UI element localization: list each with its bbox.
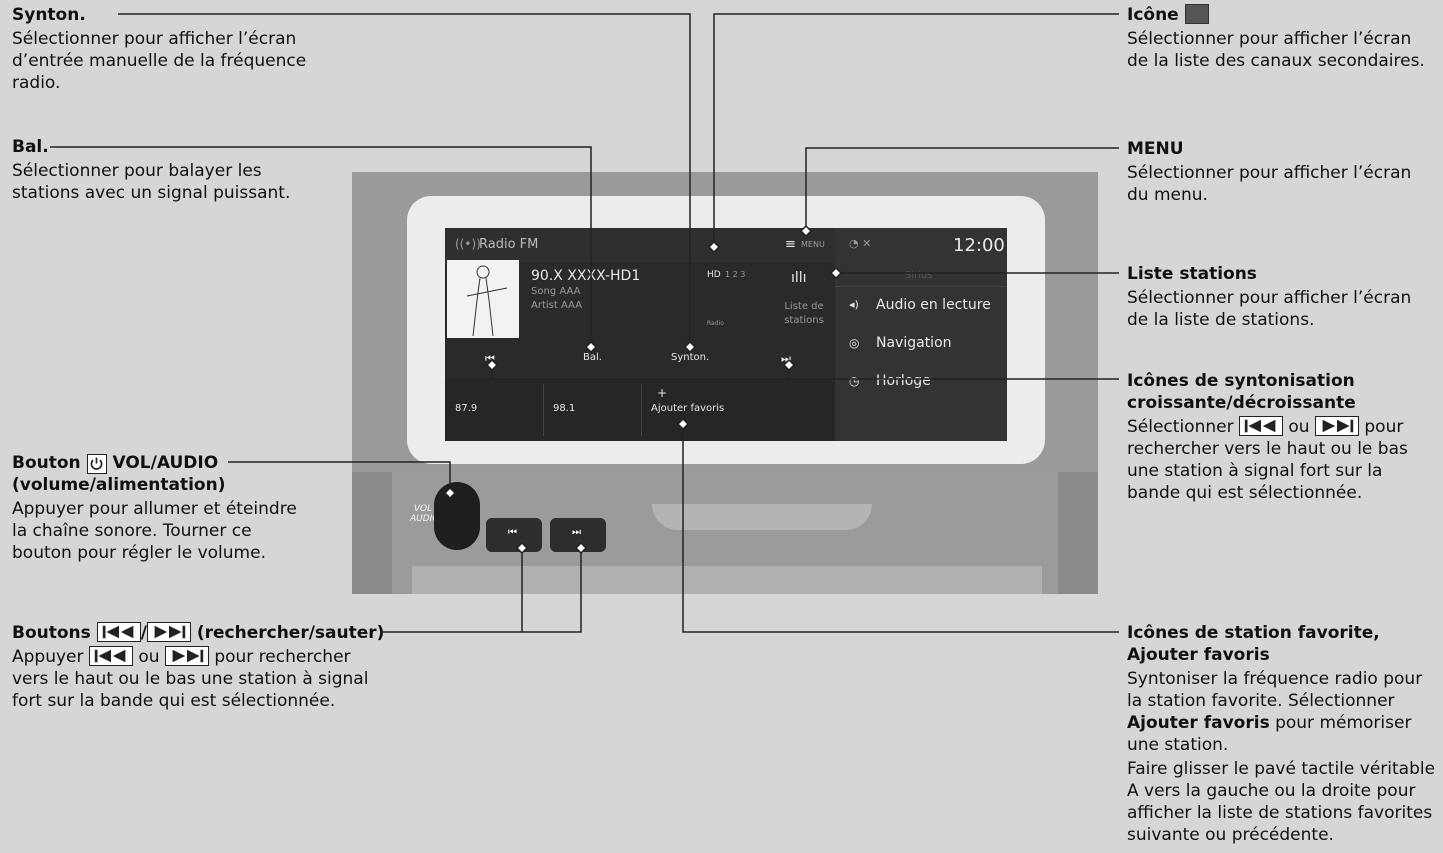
side-panel [835, 228, 1007, 441]
callout-icone: Icône Sélectionner pour afficher l’écran… [1127, 4, 1437, 72]
body-part: ou [138, 647, 160, 667]
callout-boutons: Boutons / (rechercher/sauter) Appuyer ou… [12, 622, 392, 712]
body-part: ou [1288, 417, 1310, 437]
callout-title: Bouton VOL/AUDIO (volume/alimentation) [12, 452, 312, 496]
artist-name: Artist AAA [531, 300, 583, 311]
callout-body-2: Faire glisser le pavé tactile véritable … [1127, 759, 1436, 845]
callout-body: Sélectionner pour afficher l’écran de la… [1127, 288, 1412, 330]
hd-subchannel-icon [1184, 4, 1209, 24]
callout-favoris: Icônes de station favorite, Ajouter favo… [1127, 622, 1441, 846]
seek-up-button[interactable]: ⏭ [781, 352, 791, 365]
body-part: pour rechercher vers le haut ou le bas u… [12, 647, 369, 711]
callout-title: Liste stations [1127, 264, 1257, 284]
infotainment-screen: ((•)) Radio FM ≡ MENU ◔ ✕ 12:00 Sirius ◂… [445, 228, 1007, 441]
body-part: pour mémoriser une station. [1127, 713, 1412, 755]
clock: 12:00 [953, 235, 1005, 256]
divider [835, 286, 1007, 287]
navigation-icon: ◎ [849, 336, 860, 350]
body-part: Appuyer [12, 647, 84, 667]
side-top-label: Sirius [905, 270, 933, 281]
lower-shelf [412, 566, 1042, 594]
body-part: Sélectionner [1127, 417, 1234, 437]
callout-title: Icônes de syntonisation croissante/décro… [1127, 371, 1356, 413]
status-icons: ◔ ✕ [849, 237, 872, 250]
side-item[interactable]: Audio en lecture [876, 297, 991, 313]
guitarist-icon [466, 265, 508, 337]
album-art [447, 260, 519, 338]
callout-body: Sélectionner pour afficher l’écran de la… [1127, 29, 1425, 71]
station-list-icon[interactable]: ıllı [791, 270, 807, 286]
callout-body: Syntoniser la fréquence radio pour la st… [1127, 668, 1441, 756]
callout-body: Sélectionner pour balayer les stations a… [12, 161, 291, 203]
scan-button[interactable]: Bal. [583, 352, 602, 363]
seek-down-icon [88, 646, 133, 666]
seek-down-button[interactable]: ⏮ [485, 352, 495, 365]
clock-icon: ◷ [849, 374, 860, 388]
seek-down-icon [1238, 416, 1283, 436]
menu-icon[interactable]: ≡ [785, 237, 796, 252]
seek-up-icon [1314, 416, 1359, 436]
speaker-icon: ◂) [849, 298, 859, 311]
seek-up-icon [164, 646, 209, 666]
callout-title: Synton. [12, 5, 86, 25]
callout-synton: Synton. Sélectionner pour afficher l’écr… [12, 4, 342, 94]
title-part: Icône [1127, 5, 1179, 25]
body-part: pour rechercher vers le haut ou le bas u… [1127, 417, 1408, 503]
divider [641, 384, 642, 436]
antenna-icon: ((•)) [455, 237, 481, 251]
callout-title: Icône [1127, 4, 1437, 26]
presets-bar [445, 378, 835, 441]
body-bold: Ajouter favoris [1127, 713, 1270, 733]
hw-seek-up-button[interactable]: ⏭ [550, 518, 606, 552]
plus-icon[interactable]: + [657, 386, 668, 400]
callout-syntonisation: Icônes de syntonisation croissante/décro… [1127, 370, 1437, 504]
vol-label: VOL AUDIO [410, 504, 440, 524]
callout-title: Boutons / (rechercher/sauter) [12, 622, 392, 644]
callout-title: MENU [1127, 139, 1184, 159]
menu-label[interactable]: MENU [801, 240, 825, 249]
vent [652, 504, 872, 530]
callout-body: Appuyer pour allumer et éteindre la chaî… [12, 499, 297, 563]
song-title: Song AAA [531, 286, 581, 297]
callout-body: Sélectionner ou pour rechercher vers le … [1127, 416, 1437, 504]
side-item[interactable]: Navigation [876, 335, 952, 351]
title-part: / [140, 623, 147, 643]
seek-up-icon [146, 622, 191, 642]
hd-channels[interactable]: 1 2 3 [725, 270, 746, 279]
callout-title: Bal. [12, 137, 49, 157]
callout-body: Sélectionner pour afficher l’écran du me… [1127, 163, 1412, 205]
tune-button[interactable]: Synton. [671, 352, 710, 363]
preset-button[interactable]: 98.1 [553, 403, 576, 414]
title-part: Boutons [12, 623, 91, 643]
hd-radio-logo: Radio [707, 320, 724, 327]
seek-down-icon: ⏮ [508, 527, 517, 538]
hd-icon[interactable]: HD [707, 270, 721, 280]
title-part: (rechercher/sauter) [196, 623, 385, 643]
side-item[interactable]: Horloge [876, 373, 931, 389]
seek-up-icon: ⏭ [572, 527, 581, 538]
callout-body: Sélectionner pour afficher l’écran d’ent… [12, 29, 307, 93]
body-part: Syntoniser la fréquence radio pour la st… [1127, 669, 1423, 711]
callout-menu: MENU Sélectionner pour afficher l’écran … [1127, 138, 1437, 206]
source-label[interactable]: Radio FM [479, 237, 539, 252]
title-part: Bouton [12, 453, 81, 473]
station-list-label[interactable]: Liste de stations [784, 301, 824, 326]
seek-down-icon [96, 622, 141, 642]
callout-liste: Liste stations Sélectionner pour affiche… [1127, 263, 1437, 331]
dashboard-illustration: ((•)) Radio FM ≡ MENU ◔ ✕ 12:00 Sirius ◂… [352, 172, 1098, 594]
title-part: VOL/AUDIO (volume/alimentation) [12, 453, 226, 495]
add-favorite-button[interactable]: Ajouter favoris [651, 403, 725, 414]
callout-bouton: Bouton VOL/AUDIO (volume/alimentation) A… [12, 452, 312, 564]
callout-title: Icônes de station favorite, Ajouter favo… [1127, 623, 1380, 665]
volume-knob[interactable] [434, 482, 480, 550]
station-name: 90.X XXXX-HD1 [531, 268, 641, 284]
callout-body: Appuyer ou pour rechercher vers le haut … [12, 646, 392, 712]
power-icon [86, 454, 107, 474]
callout-bal: Bal. Sélectionner pour balayer les stati… [12, 136, 312, 204]
preset-button[interactable]: 87.9 [455, 403, 478, 414]
hw-seek-down-button[interactable]: ⏮ [486, 518, 542, 552]
divider [543, 384, 544, 436]
